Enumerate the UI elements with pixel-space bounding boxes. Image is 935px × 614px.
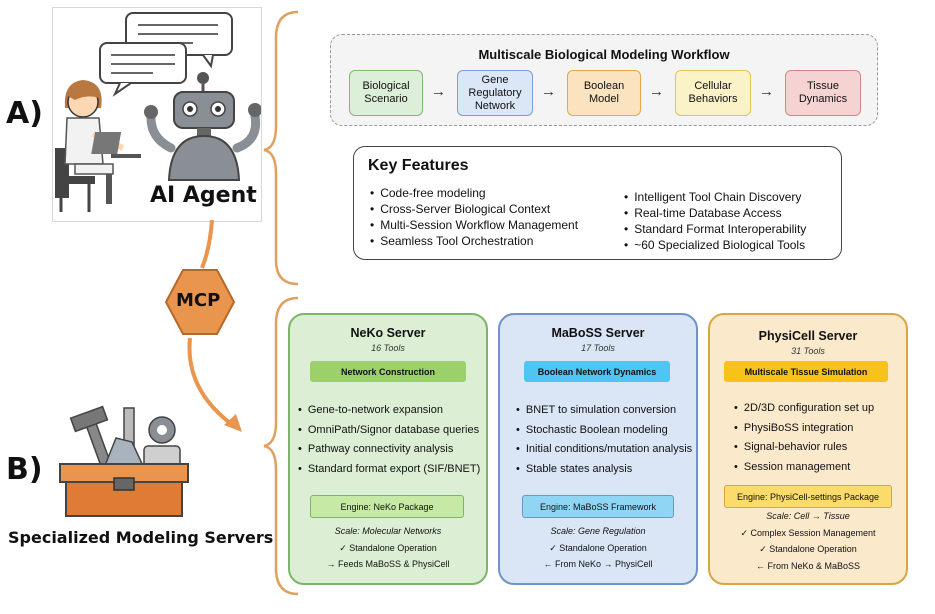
- feature-item: Code-free modeling: [370, 185, 578, 201]
- ai-agent-panel: [52, 7, 262, 222]
- server-tool-count: 17 Tools: [581, 343, 615, 353]
- server-card-physicell: PhysiCell Server 31 Tools Multiscale Tis…: [708, 313, 908, 585]
- server-footer: Scale: Gene Regulation ✓ Standalone Oper…: [500, 523, 696, 573]
- section-b-label: B): [6, 452, 43, 487]
- server-engine-badge: Engine: NeKo Package: [310, 495, 464, 518]
- server-footer-line: ✓ Standalone Operation: [759, 544, 857, 554]
- server-footer-line: ✓ Complex Session Management: [740, 527, 876, 538]
- workflow-arrow: →: [759, 83, 774, 100]
- server-tool-count: 31 Tools: [791, 346, 825, 356]
- capability-item: Standard format export (SIF/BNET): [298, 460, 480, 480]
- server-footer-line: ← From NeKo & MaBoSS: [755, 560, 861, 571]
- key-features-title: Key Features: [368, 157, 469, 174]
- server-capability-list: 2D/3D configuration set up PhysiBoSS int…: [734, 399, 874, 477]
- server-footer-line: → Feeds MaBoSS & PhysiCell: [326, 559, 450, 569]
- capability-item: Pathway connectivity analysis: [298, 440, 480, 460]
- server-role-tag: Multiscale Tissue Simulation: [724, 361, 888, 382]
- server-title: MaBoSS Server: [551, 326, 645, 340]
- capability-item: Signal-behavior rules: [734, 438, 874, 458]
- feature-item: Seamless Tool Orchestration: [370, 233, 578, 249]
- server-footer-line: ✓ Standalone Operation: [339, 542, 437, 553]
- server-footer-line: ✓ Standalone Operation: [549, 542, 647, 553]
- feature-item: Intelligent Tool Chain Discovery: [624, 189, 806, 205]
- capability-item: Gene-to-network expansion: [298, 401, 480, 421]
- capability-item: PhysiBoSS integration: [734, 419, 874, 439]
- workflow-arrow: →: [431, 83, 446, 100]
- workflow-step-tissue-dynamics: Tissue Dynamics: [785, 70, 861, 116]
- capability-item: Initial conditions/mutation analysis: [516, 440, 692, 460]
- mcp-connector: [164, 219, 242, 432]
- capability-item: BNET to simulation conversion: [516, 401, 692, 421]
- server-scale: Scale: Gene Regulation: [550, 526, 646, 536]
- capability-item: 2D/3D configuration set up: [734, 399, 874, 419]
- servers-caption: Specialized Modeling Servers: [8, 528, 274, 547]
- features-right-list: Intelligent Tool Chain Discovery Real-ti…: [624, 189, 806, 253]
- server-card-maboss: MaBoSS Server 17 Tools Boolean Network D…: [498, 313, 698, 585]
- workflow-step-biological-scenario: Biological Scenario: [349, 70, 423, 116]
- workflow-step-gene-regulatory-network: Gene Regulatory Network: [457, 70, 533, 116]
- capability-item: Stochastic Boolean modeling: [516, 421, 692, 441]
- mcp-label: MCP: [176, 290, 221, 311]
- workflow-step-cellular-behaviors: Cellular Behaviors: [675, 70, 751, 116]
- capability-item: OmniPath/Signor database queries: [298, 421, 480, 441]
- laptop-icon: [91, 132, 141, 158]
- server-footer: Scale: Cell → Tissue ✓ Complex Session M…: [710, 508, 906, 574]
- server-scale: Scale: Cell → Tissue: [766, 511, 850, 521]
- workflow-step-boolean-model: Boolean Model: [567, 70, 641, 116]
- feature-item: Cross-Server Biological Context: [370, 201, 578, 217]
- workflow-arrow: →: [649, 83, 664, 100]
- server-role-tag: Network Construction: [310, 361, 466, 382]
- workflow-panel: Multiscale Biological Modeling Workflow …: [330, 34, 878, 126]
- robot-icon: [144, 72, 262, 181]
- braces: [263, 10, 299, 596]
- feature-item: Multi-Session Workflow Management: [370, 217, 578, 233]
- server-capability-list: BNET to simulation conversion Stochastic…: [516, 401, 692, 479]
- workflow-title: Multiscale Biological Modeling Workflow: [478, 47, 730, 62]
- server-title: PhysiCell Server: [758, 329, 858, 343]
- speech-bubble-icon: [99, 12, 233, 97]
- workflow-arrow: →: [541, 83, 556, 100]
- agent-title: AI Agent: [150, 183, 257, 208]
- feature-item: Standard Format Interoperability: [624, 221, 806, 237]
- feature-item: ~60 Specialized Biological Tools: [624, 237, 806, 253]
- capability-item: Session management: [734, 458, 874, 478]
- server-engine-badge: Engine: PhysiCell-settings Package: [724, 485, 892, 508]
- toolbox-icon: [59, 405, 189, 517]
- key-features-panel: Key Features Code-free modeling Cross-Se…: [353, 146, 842, 260]
- server-title: NeKo Server: [350, 326, 426, 340]
- server-footer-line: ← From NeKo → PhysiCell: [543, 559, 653, 569]
- server-role-tag: Boolean Network Dynamics: [524, 361, 670, 382]
- server-tool-count: 16 Tools: [371, 343, 405, 353]
- server-capability-list: Gene-to-network expansion OmniPath/Signo…: [298, 401, 480, 479]
- feature-item: Real-time Database Access: [624, 205, 806, 221]
- server-footer: Scale: Molecular Networks ✓ Standalone O…: [290, 523, 486, 573]
- section-a-label: A): [6, 96, 43, 131]
- server-scale: Scale: Molecular Networks: [334, 526, 442, 536]
- server-card-neko: NeKo Server 16 Tools Network Constructio…: [288, 313, 488, 585]
- capability-item: Stable states analysis: [516, 460, 692, 480]
- server-engine-badge: Engine: MaBoSS Framework: [522, 495, 674, 518]
- agent-illustration: [55, 12, 262, 212]
- features-left-list: Code-free modeling Cross-Server Biologic…: [370, 185, 578, 249]
